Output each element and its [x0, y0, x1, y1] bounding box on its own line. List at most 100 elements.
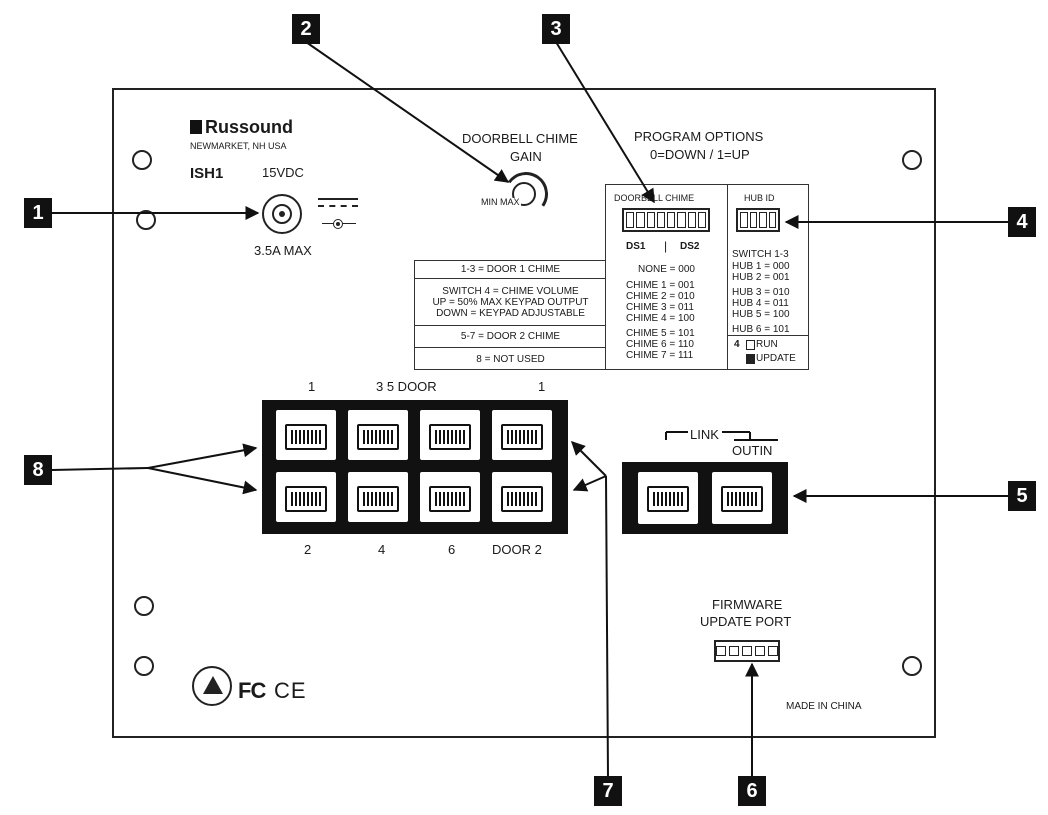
hub-id-dip-switch[interactable]	[736, 208, 780, 232]
keypad-jack-3[interactable]	[348, 410, 408, 460]
mounting-hole-right-bottom	[902, 656, 922, 676]
dip-switch-2[interactable]	[636, 212, 645, 228]
update-label: UPDATE	[756, 353, 796, 364]
ds-separator: |	[664, 239, 668, 253]
door-2-jack[interactable]	[492, 472, 552, 522]
power-jack-center-icon	[272, 204, 292, 224]
ds2-label: DS2	[680, 241, 700, 252]
switch-4-label: 4	[734, 339, 740, 350]
power-jack[interactable]	[262, 194, 302, 234]
chime-item: CHIME 7 = 111	[626, 350, 694, 361]
chime-item: CHIME 5 = 101	[626, 328, 695, 339]
russound-logo: Russound	[190, 118, 293, 136]
ce-mark: CE	[274, 678, 307, 703]
keypad-jack-4[interactable]	[348, 472, 408, 522]
ul-listing-icon	[192, 666, 232, 706]
keypad-jack-1[interactable]	[276, 410, 336, 460]
legend-row-2: SWITCH 4 = CHIME VOLUME UP = 50% MAX KEY…	[415, 279, 606, 326]
update-box-icon	[746, 354, 755, 364]
program-options-box	[605, 184, 809, 370]
callout-7: 7	[594, 776, 622, 806]
legend-row-3: 5-7 = DOOR 2 CHIME	[415, 326, 606, 348]
hub-switch-label: SWITCH 1-3	[732, 249, 789, 260]
program-divider	[727, 185, 728, 369]
hub-dip-2[interactable]	[749, 212, 757, 228]
hub-item: HUB 3 = 010	[732, 287, 790, 298]
chime-item: CHIME 6 = 110	[626, 339, 694, 350]
doorbell-dip-switch[interactable]	[622, 208, 710, 232]
dip-switch-4[interactable]	[656, 212, 665, 228]
door-1-jack[interactable]	[492, 410, 552, 460]
callout-5: 5	[1008, 481, 1036, 511]
hub-run-divider	[727, 335, 809, 336]
legend-row-4: 8 = NOT USED	[476, 353, 545, 365]
hub-item: HUB 2 = 001	[732, 272, 790, 283]
chime-item: NONE = 000	[638, 264, 695, 275]
callout-2: 2	[292, 14, 320, 44]
callout-4: 4	[1008, 207, 1036, 237]
legend-row-1: 1-3 = DOOR 1 CHIME	[415, 261, 606, 279]
keypad-jack-2[interactable]	[276, 472, 336, 522]
firmware-label-line1: FIRMWARE	[712, 597, 783, 612]
out-in-label: OUTIN	[732, 443, 773, 458]
hub-list: HUB 1 = 000 HUB 2 = 001 HUB 3 = 010 HUB …	[732, 261, 790, 335]
chime-item: CHIME 3 = 011	[626, 302, 694, 313]
hub-item: HUB 6 = 101	[732, 324, 790, 335]
port-label-3-5-door: 3 5 DOOR	[376, 379, 437, 394]
chime-item: CHIME 1 = 001	[626, 280, 695, 291]
run-box-icon	[746, 340, 755, 350]
brand-location: NEWMARKET, NH USA	[190, 141, 287, 151]
ds1-label: DS1	[626, 241, 646, 252]
hub-item: HUB 5 = 100	[732, 309, 790, 320]
program-title-line1: PROGRAM OPTIONS	[634, 129, 764, 144]
hub-item: HUB 4 = 011	[732, 298, 789, 309]
port-label-6: 6	[448, 542, 456, 557]
chime-item: CHIME 2 = 010	[626, 291, 695, 302]
hub-dip-4[interactable]	[768, 212, 776, 228]
dip-switch-5[interactable]	[667, 212, 676, 228]
port-label-2: 2	[304, 542, 312, 557]
mounting-hole-left-lower	[134, 596, 154, 616]
firmware-label-line2: UPDATE PORT	[700, 614, 792, 629]
keypad-jack-6[interactable]	[420, 472, 480, 522]
legend-table: 1-3 = DOOR 1 CHIME SWITCH 4 = CHIME VOLU…	[414, 260, 606, 370]
dip-switch-3[interactable]	[646, 212, 655, 228]
link-out-jack[interactable]	[638, 472, 698, 524]
logo-mark-icon	[190, 120, 202, 134]
hub-dip-1[interactable]	[740, 212, 748, 228]
callout-8: 8	[24, 455, 52, 485]
callout-3: 3	[542, 14, 570, 44]
made-in-label: MADE IN CHINA	[786, 701, 862, 712]
program-title-line2: 0=DOWN / 1=UP	[650, 147, 750, 162]
port-label-door1: 1	[538, 379, 546, 394]
model-number: ISH1	[190, 165, 224, 182]
chime-item: CHIME 4 = 100	[626, 313, 695, 324]
fcc-mark: FC	[238, 678, 266, 703]
hub-dip-3[interactable]	[759, 212, 767, 228]
dip-switch-1[interactable]	[626, 212, 635, 228]
hub-id-header: HUB ID	[744, 193, 775, 203]
power-voltage-label: 15VDC	[262, 165, 304, 180]
link-in-jack[interactable]	[712, 472, 772, 524]
mounting-hole-right-top	[902, 150, 922, 170]
dc-symbol-icon	[318, 198, 358, 222]
gain-title-line2: GAIN	[510, 149, 542, 164]
dip-switch-6[interactable]	[677, 212, 686, 228]
power-current-label: 3.5A MAX	[254, 243, 312, 258]
dip-switch-7[interactable]	[687, 212, 696, 228]
polarity-icon	[318, 218, 360, 230]
firmware-update-port[interactable]	[714, 640, 780, 662]
mounting-hole-left-upper	[136, 210, 156, 230]
mounting-hole-left-top	[132, 150, 152, 170]
callout-6: 6	[738, 776, 766, 806]
port-label-4: 4	[378, 542, 386, 557]
mounting-hole-left-bottom	[134, 656, 154, 676]
gain-knob-label: MIN MAX	[480, 197, 521, 207]
gain-title-line1: DOORBELL CHIME	[462, 131, 578, 146]
dip-switch-8[interactable]	[697, 212, 706, 228]
port-label-door2: DOOR 2	[492, 542, 542, 557]
keypad-jack-5[interactable]	[420, 410, 480, 460]
port-label-1: 1	[308, 379, 316, 394]
hub-item: HUB 1 = 000	[732, 261, 790, 272]
